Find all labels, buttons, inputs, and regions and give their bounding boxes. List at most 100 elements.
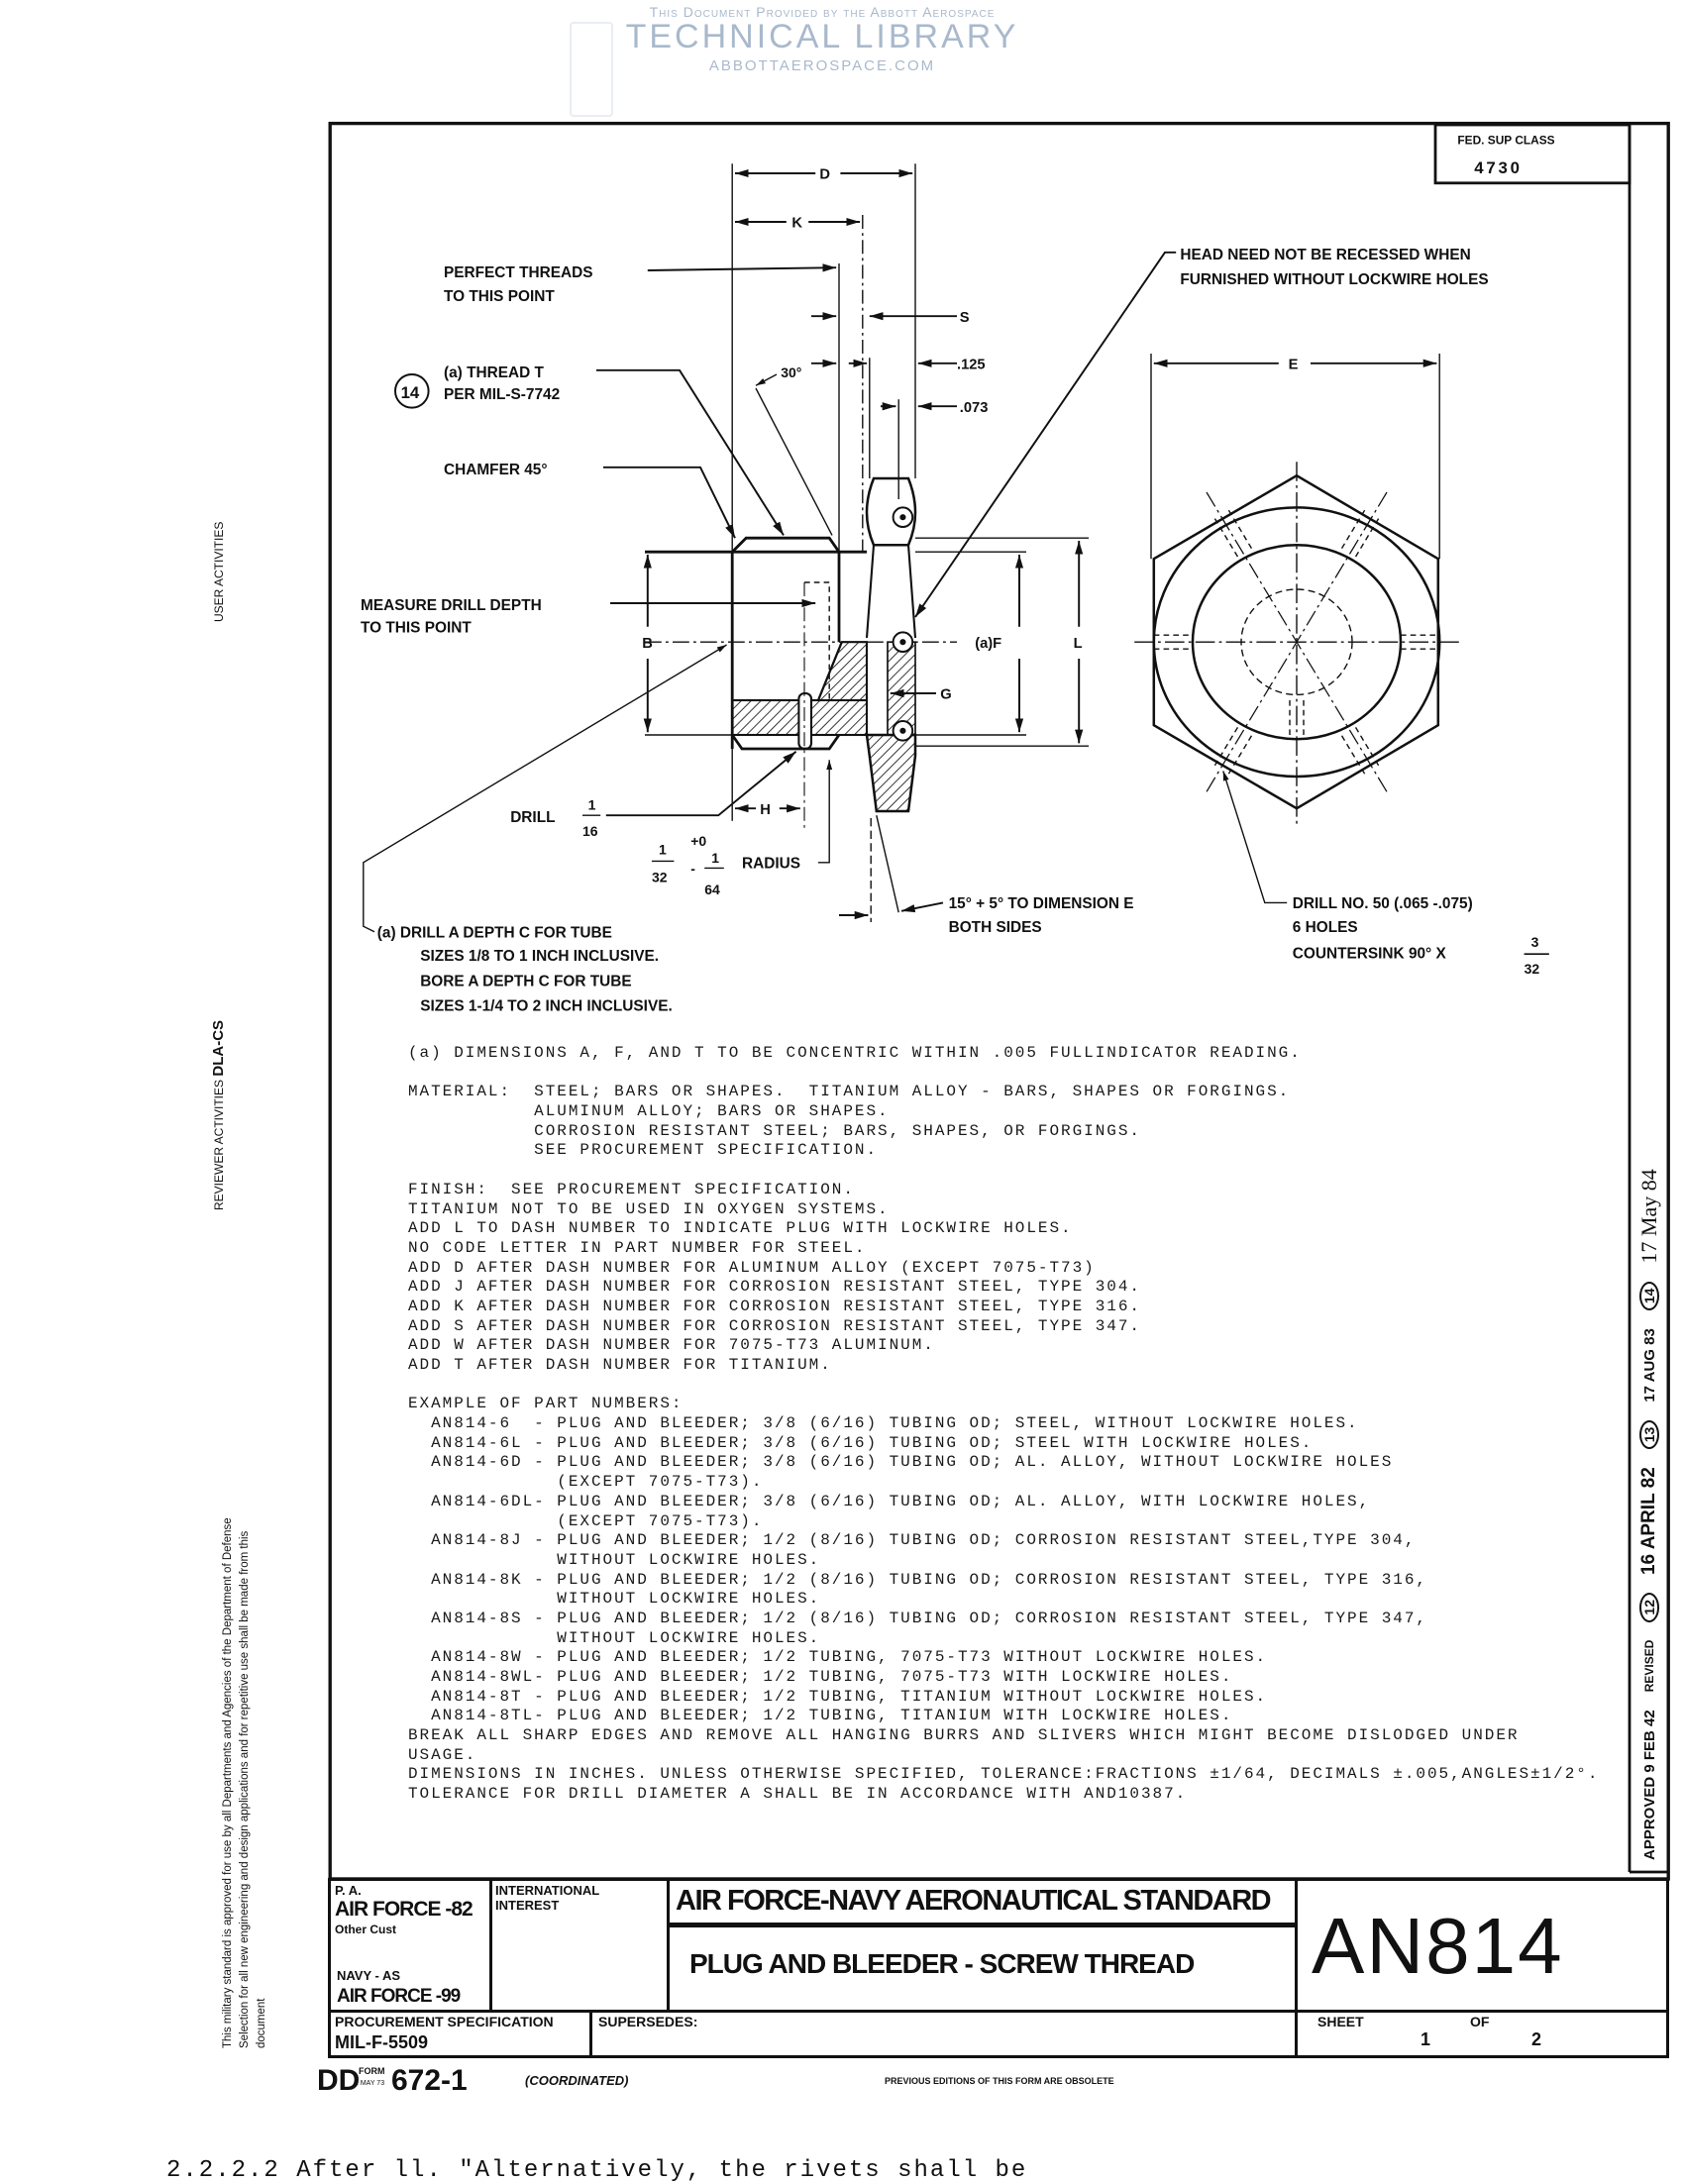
- note-line: AN814-8K - PLUG AND BLEEDER; 1/2 (8/16) …: [408, 1570, 1427, 1589]
- note-line: WITHOUT LOCKWIRE HOLES.: [408, 1590, 821, 1609]
- approval-statement: This military standard is approved for u…: [220, 1517, 270, 2048]
- note-line: ADD S AFTER DASH NUMBER FOR CORROSION RE…: [408, 1316, 1141, 1335]
- reviewer-activities-label: REVIEWER ACTIVITIES: [212, 1079, 226, 1210]
- note-line: WITHOUT LOCKWIRE HOLES.: [408, 1550, 821, 1569]
- radius-fraction-num: 1: [659, 841, 667, 857]
- drill-no50-label: DRILL NO. 50 (.065 -.075): [1293, 895, 1473, 912]
- approval-line-3: document: [256, 1998, 267, 2048]
- dimension-k: K: [734, 214, 864, 553]
- countersink-label: COUNTERSINK 90° X: [1293, 945, 1447, 962]
- watermark-title: TECHNICAL LIBRARY: [625, 18, 1019, 55]
- form-date: 1 MAY 73: [355, 2080, 385, 2087]
- note-line: USAGE.: [408, 1745, 477, 1764]
- radius-fraction-den: 32: [652, 869, 668, 884]
- svg-text:S: S: [960, 310, 970, 326]
- svg-text:.073: .073: [960, 400, 989, 416]
- radius-tol-den: 64: [704, 882, 720, 897]
- note-line: ADD D AFTER DASH NUMBER FOR ALUMINUM ALL…: [408, 1258, 1096, 1277]
- chamfer-label: CHAMFER 45°: [444, 462, 548, 478]
- intl-label-1: INTERNATIONAL: [495, 1883, 600, 1898]
- revision-marker: 13: [1639, 1419, 1659, 1450]
- procurement-label: PROCUREMENT SPECIFICATION: [335, 2014, 554, 2029]
- revision-history: APPROVED 9 FEB 42 REVISED 12 16 APRIL 82…: [1636, 1169, 1662, 1860]
- dimension-s: S: [810, 310, 970, 326]
- form-obsolete-note: PREVIOUS EDITIONS OF THIS FORM ARE OBSOL…: [885, 2076, 1114, 2086]
- form-coordinated: (COORDINATED): [525, 2073, 629, 2088]
- angle-30-label: 30°: [781, 364, 801, 380]
- angle-note: 15° + 5° TO DIMENSION E: [949, 895, 1134, 912]
- radius-tol-plus: +0: [690, 833, 706, 849]
- note-line: ADD T AFTER DASH NUMBER FOR TITANIUM.: [408, 1356, 832, 1374]
- dimension-d: D: [731, 163, 916, 553]
- thread-t-spec: PER MIL-S-7742: [444, 386, 560, 403]
- note-line: AN814-8TL- PLUG AND BLEEDER; 1/2 TUBING,…: [408, 1707, 1233, 1725]
- svg-text:H: H: [760, 802, 771, 818]
- note-line: AN814-6L - PLUG AND BLEEDER; 3/8 (6/16) …: [408, 1433, 1314, 1452]
- sheet-count: 2: [1531, 2029, 1542, 2049]
- note-line: AN814-8S - PLUG AND BLEEDER; 1/2 (8/16) …: [408, 1609, 1427, 1627]
- note-line: NO CODE LETTER IN PART NUMBER FOR STEEL.: [408, 1238, 867, 1257]
- of-label: OF: [1470, 2014, 1490, 2029]
- air-force-activity: AIR FORCE -99: [337, 1986, 461, 2007]
- revision-14-marker: [394, 373, 430, 409]
- note-line: FINISH: SEE PROCUREMENT SPECIFICATION.: [408, 1180, 855, 1198]
- countersink-num: 3: [1531, 934, 1539, 950]
- note-line: AN814-8T - PLUG AND BLEEDER; 1/2 TUBING,…: [408, 1687, 1268, 1706]
- note-line: [408, 1161, 1599, 1181]
- dimension-g: G: [890, 687, 952, 703]
- reviewer-code: DLA-CS: [210, 1019, 227, 1077]
- head-note-label: HEAD NEED NOT BE RECESSED WHEN: [1180, 247, 1470, 263]
- pa-label: P. A.: [335, 1883, 362, 1898]
- note-a-line-2: SIZES 1/8 TO 1 INCH INCLUSIVE.: [420, 948, 659, 965]
- revision-marker: 14: [1639, 1281, 1659, 1311]
- note-line: AN814-6DL- PLUG AND BLEEDER; 3/8 (6/16) …: [408, 1492, 1371, 1510]
- form-dd: DD: [317, 2064, 361, 2097]
- document-title: PLUG AND BLEEDER - SCREW THREAD: [689, 1948, 1195, 1979]
- revised-label: REVISED: [1642, 1639, 1656, 1693]
- fed-sup-class-value: 4730: [1474, 158, 1523, 177]
- note-a-line-4: SIZES 1-1/4 TO 2 INCH INCLUSIVE.: [420, 998, 673, 1015]
- procurement-cell: PROCUREMENT SPECIFICATION MIL-F-5509: [331, 2013, 592, 2058]
- note-line: AN814-8WL- PLUG AND BLEEDER; 1/2 TUBING,…: [408, 1668, 1233, 1686]
- next-page-fragment: 2.2.2.2 After ll. "Alternatively, the ri…: [166, 2157, 1028, 2184]
- measure-drill-depth-label: MEASURE DRILL DEPTH: [361, 597, 542, 614]
- svg-text:L: L: [1074, 636, 1083, 652]
- title-cell: AIR FORCE-NAVY AERONAUTICAL STANDARD PLU…: [670, 1881, 1298, 2010]
- approved-date: APPROVED 9 FEB 42: [1640, 1710, 1658, 1860]
- perfect-threads-label: PERFECT THREADS: [444, 264, 593, 281]
- standard-heading: AIR FORCE-NAVY AERONAUTICAL STANDARD: [676, 1885, 1272, 1917]
- perfect-threads-label-2: TO THIS POINT: [444, 288, 555, 305]
- angle-note-2: BOTH SIDES: [949, 919, 1042, 936]
- svg-text:G: G: [940, 687, 951, 703]
- note-line: (EXCEPT 7075-T73).: [408, 1511, 764, 1530]
- note-line: AN814-8J - PLUG AND BLEEDER; 1/2 (8/16) …: [408, 1531, 1417, 1550]
- note-line: ADD J AFTER DASH NUMBER FOR CORROSION RE…: [408, 1278, 1141, 1297]
- note-line: WITHOUT LOCKWIRE HOLES.: [408, 1628, 821, 1647]
- note-line: BREAK ALL SHARP EDGES AND REMOVE ALL HAN…: [408, 1726, 1520, 1745]
- dimension-h: H: [731, 748, 800, 821]
- note-line: ALUMINUM ALLOY; BARS OR SHAPES.: [408, 1102, 890, 1121]
- user-activities: USER ACTIVITIES: [212, 521, 226, 622]
- drill-fraction-den: 16: [582, 823, 598, 839]
- fed-sup-class-label: FED. SUP CLASS: [1457, 134, 1554, 148]
- head-note-label-2: FURNISHED WITHOUT LOCKWIRE HOLES: [1180, 271, 1488, 288]
- pa-value: AIR FORCE -82: [335, 1898, 474, 1921]
- revision-marker: 12: [1639, 1593, 1659, 1622]
- note-line: MATERIAL: STEEL; BARS OR SHAPES. TITANIU…: [408, 1083, 1291, 1101]
- note-line: SEE PROCUREMENT SPECIFICATION.: [408, 1141, 879, 1160]
- note-line: DIMENSIONS IN INCHES. UNLESS OTHERWISE S…: [408, 1765, 1600, 1784]
- international-interest-cell: INTERNATIONAL INTEREST: [492, 1881, 670, 2010]
- supersedes-cell: SUPERSEDES:: [592, 2013, 1298, 2058]
- note-line: EXAMPLE OF PART NUMBERS:: [408, 1395, 684, 1413]
- watermark-logo-icon: [570, 22, 613, 117]
- note-line: TOLERANCE FOR DRILL DIAMETER A SHALL BE …: [408, 1785, 1188, 1804]
- note-line: (EXCEPT 7075-T73).: [408, 1473, 764, 1492]
- navy-activity: NAVY - AS: [337, 1968, 401, 1983]
- watermark-provided: This Document Provided by the Abbott Aer…: [649, 4, 996, 20]
- note-line: AN814-8W - PLUG AND BLEEDER; 1/2 TUBING,…: [408, 1648, 1268, 1667]
- svg-text:D: D: [819, 167, 830, 183]
- sheet-label: SHEET: [1317, 2014, 1364, 2029]
- measure-drill-depth-label-2: TO THIS POINT: [361, 619, 472, 636]
- radius-label: RADIUS: [742, 855, 800, 872]
- note-line: [408, 1064, 1599, 1084]
